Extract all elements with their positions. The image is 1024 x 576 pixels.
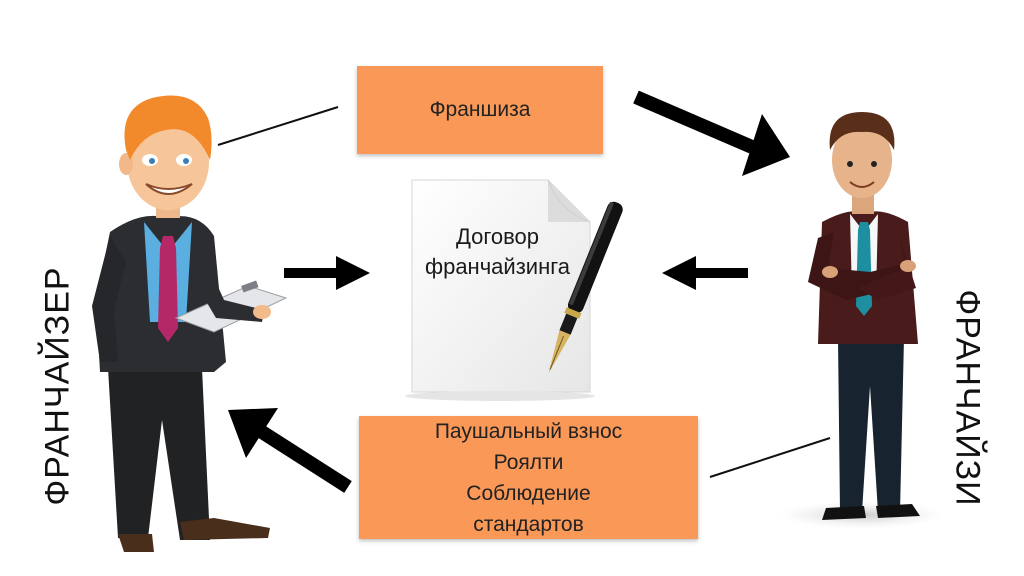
franchise-box: Франшиза <box>357 66 603 154</box>
document-icon <box>405 179 595 401</box>
contract-line-1: Договор <box>455 224 540 249</box>
franchisor-label: ФРАНЧАЙЗЕР <box>38 266 77 506</box>
payments-line-compliance: Соблюдение <box>466 481 591 505</box>
contract-line-2: франчайзинга <box>424 254 570 279</box>
franchisee-figure <box>777 112 947 529</box>
contract-text: Договор франчайзинга <box>410 222 585 282</box>
arrow-to-contract-right <box>662 256 748 290</box>
payments-line-standards: стандартов <box>473 512 584 536</box>
payments-box: Паушальный взнос Роялти Соблюдение станд… <box>359 416 698 539</box>
franchisor-figure <box>92 95 288 552</box>
arrow-to-franchisor <box>228 408 352 493</box>
connector-line-top <box>217 106 339 146</box>
arrow-to-contract-left <box>284 256 370 290</box>
connector-line-bottom <box>709 437 831 478</box>
franchise-box-label: Франшиза <box>429 98 531 121</box>
franchisee-label: ФРАНЧАЙЗИ <box>948 289 987 507</box>
arrow-to-franchisee <box>633 90 790 176</box>
payments-line-royalty: Роялти <box>493 450 564 474</box>
payments-line-fee: Паушальный взнос <box>434 419 623 443</box>
fountain-pen-icon <box>548 201 623 374</box>
